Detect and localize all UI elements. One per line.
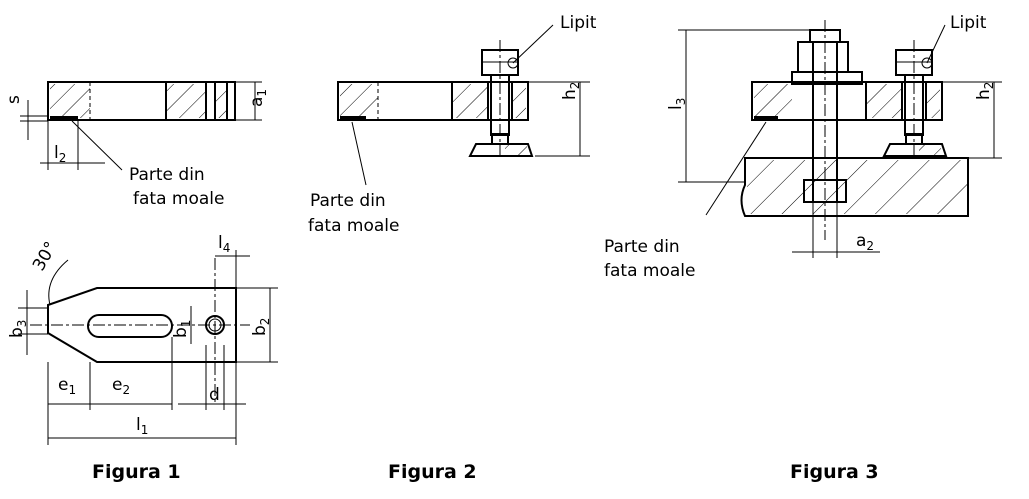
dim-l4: l4	[218, 233, 230, 255]
fig1-top-view: 30° b3 b1 b2 l4 e1 e2 d l1	[7, 233, 278, 445]
soft-pad	[50, 116, 78, 121]
hatch-section-3	[215, 84, 227, 118]
caption-figura-3: Figura 3	[790, 461, 879, 483]
fig3: l3 h2 a2 Lipit Parte din fata moale	[604, 13, 1002, 281]
clamp-side-outline-2	[337, 81, 529, 121]
pad-foot-3	[882, 143, 948, 157]
machine-table	[740, 157, 969, 217]
label-fata-moale-3: fata moale	[604, 261, 695, 281]
dim-b1: b1	[171, 320, 193, 338]
hatch-section-2	[166, 84, 206, 118]
label-parte-din-1: Parte din	[129, 165, 205, 185]
dim-e1: e1	[58, 375, 76, 397]
label-lipit-3: Lipit	[950, 13, 987, 33]
dim-l1: l1	[136, 415, 148, 437]
bolt-head	[803, 179, 847, 203]
dim-d: d	[209, 385, 220, 405]
dim-l2: l2	[54, 143, 66, 165]
dim-a2: a2	[856, 231, 874, 253]
dim-l3: l3	[666, 98, 688, 110]
caption-figura-2: Figura 2	[388, 461, 477, 483]
washer	[791, 71, 863, 85]
label-fata-moale-1: fata moale	[133, 189, 224, 209]
dim-b2: b2	[250, 318, 272, 336]
dim-h2-fig2: h2	[560, 82, 582, 100]
dim-h2-fig3: h2	[974, 82, 996, 100]
dim-e2: e2	[112, 375, 130, 397]
hatch-section-1	[50, 84, 90, 118]
dim-a1: a1	[247, 89, 269, 107]
label-fata-moale-2: fata moale	[308, 216, 399, 236]
clamp-side-outline	[47, 81, 236, 121]
dim-s: s	[4, 95, 24, 104]
nut	[797, 41, 849, 73]
caption-figura-1: Figura 1	[92, 461, 181, 483]
clamp-side-outline-3	[751, 81, 943, 121]
fig1-side-view: a1 s l2 Parte din fata moale	[4, 81, 269, 209]
label-lipit-2: Lipit	[560, 13, 597, 33]
slot	[87, 314, 173, 338]
label-parte-din-3: Parte din	[604, 237, 680, 257]
fig2: h2 Lipit Parte din fata moale	[308, 13, 597, 236]
dim-b3: b3	[7, 320, 29, 338]
pad-foot-2	[468, 143, 534, 157]
label-parte-din-2: Parte din	[310, 191, 386, 211]
angle-30: 30°	[29, 238, 61, 274]
